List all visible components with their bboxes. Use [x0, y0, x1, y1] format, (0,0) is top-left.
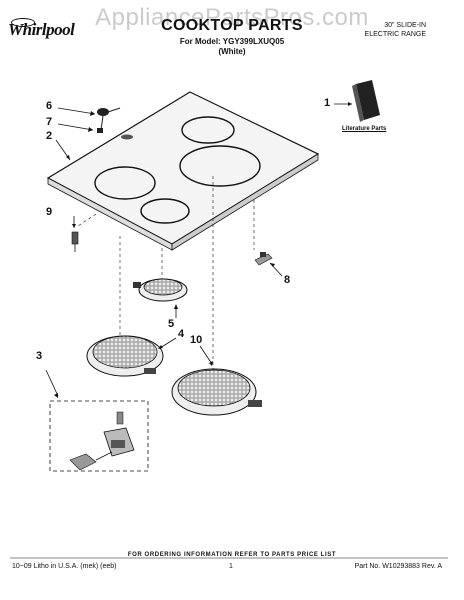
- page-title: COOKTOP PARTS: [161, 17, 303, 34]
- limit-sensor-icon: [97, 107, 121, 133]
- range-type-line1: 30" SLIDE-IN: [384, 22, 426, 29]
- mounting-bracket-icon: [254, 252, 273, 266]
- callout-10: 10: [190, 334, 203, 346]
- part-number: Part No. W10293883 Rev. A: [354, 563, 442, 570]
- callout-1: 1: [324, 97, 331, 109]
- infinite-switch-icon: [69, 411, 135, 471]
- small-surface-element-icon: [133, 278, 188, 302]
- literature-book-icon: [352, 80, 380, 122]
- callout-6: 6: [46, 100, 53, 112]
- brand-logo-ring-icon: [11, 18, 35, 27]
- watermark: AppliancePartsPros.com: [95, 4, 369, 31]
- callout-7: 7: [46, 116, 53, 128]
- model-number: For Model: YGY399LXUQ05: [179, 37, 285, 46]
- cooktop-glass-icon: [46, 91, 320, 251]
- medium-surface-element-icon: [86, 335, 164, 377]
- callout-3: 3: [36, 350, 43, 362]
- page-number: 1: [229, 563, 233, 570]
- print-info: 10~09 Litho in U.S.A. (mek) (eeb): [12, 563, 117, 570]
- terminal-connector-icon: [71, 231, 79, 252]
- callout-5: 5: [168, 318, 175, 330]
- range-type: 30" SLIDE-IN ELECTRIC RANGE: [336, 21, 426, 39]
- callout-9: 9: [46, 206, 53, 218]
- large-surface-element-icon: [171, 368, 262, 416]
- callout-2: 2: [46, 130, 53, 142]
- callout-4: 4: [178, 328, 185, 340]
- literature-parts-label: Literature Parts: [342, 126, 387, 132]
- color-variant: (White): [218, 47, 246, 56]
- range-type-line2: ELECTRIC RANGE: [364, 31, 426, 38]
- callout-8: 8: [284, 274, 291, 286]
- brand-logo: Whirlpool: [8, 20, 75, 39]
- ordering-note: FOR ORDERING INFORMATION REFER TO PARTS …: [127, 552, 337, 558]
